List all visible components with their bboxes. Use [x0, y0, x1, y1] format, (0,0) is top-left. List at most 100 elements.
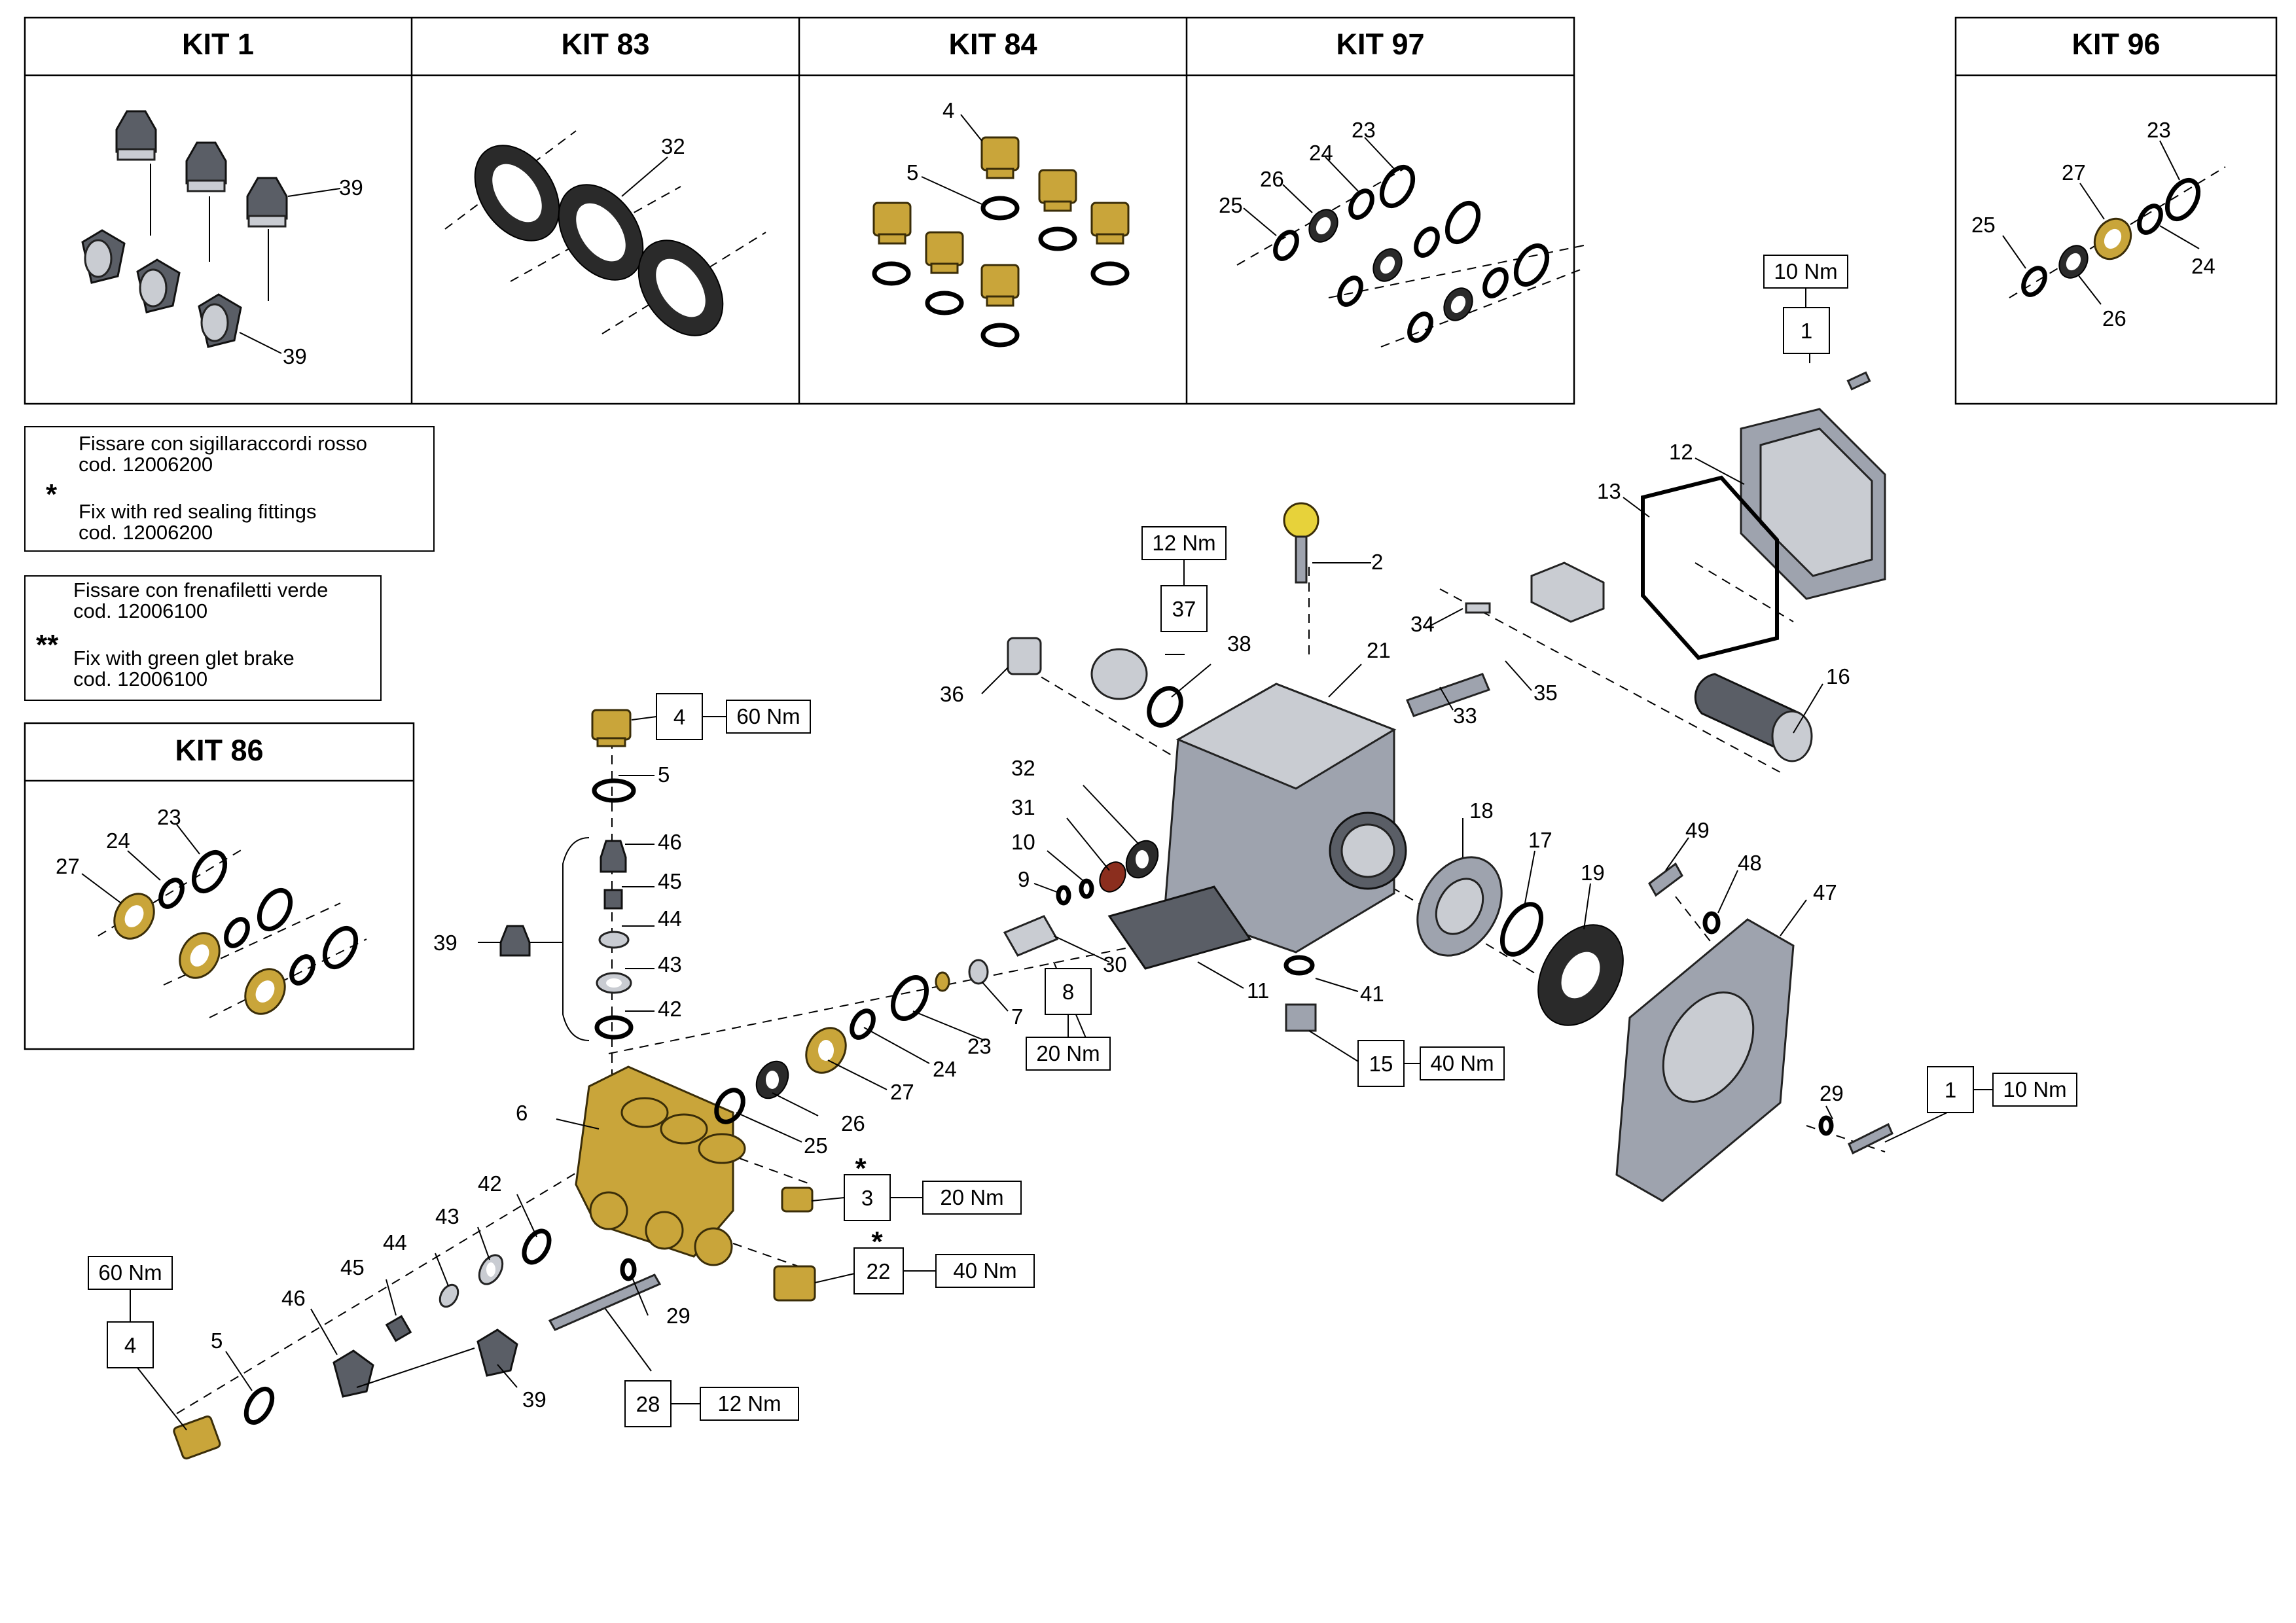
cap — [1090, 202, 1130, 245]
torque-value-15: 40 Nm — [1430, 1051, 1494, 1075]
callout-45-upper: 45 — [658, 869, 682, 893]
callout-33: 33 — [1453, 704, 1477, 728]
torque-value-37: 12 Nm — [1152, 531, 1215, 555]
callout-47: 47 — [1813, 880, 1837, 904]
note-double-symbol: ** — [36, 629, 59, 661]
note-single-line-2: cod. 12006200 — [79, 453, 213, 476]
torque-part-4-upper: 4 — [673, 705, 685, 729]
callout-21: 21 — [1367, 638, 1391, 662]
kit-97-rings: 23 24 26 25 — [1219, 118, 1585, 348]
callout-44-lower: 44 — [383, 1230, 407, 1255]
callout-5-kit84: 5 — [906, 160, 918, 185]
torque-part-37: 37 — [1172, 597, 1196, 621]
kit-1-valves: 39 39 — [81, 110, 363, 368]
callout-48: 48 — [1738, 851, 1762, 875]
note-single-line-4: cod. 12006200 — [79, 521, 213, 544]
kit-97-title: KIT 97 — [1336, 27, 1424, 61]
callout-13: 13 — [1597, 479, 1621, 503]
callout-39-upper: 39 — [433, 931, 457, 955]
torque-part-15: 15 — [1369, 1052, 1393, 1076]
callout-5-lower: 5 — [211, 1329, 223, 1353]
torque-value-22: 40 Nm — [953, 1258, 1016, 1283]
torque-boxes: 10 Nm 1 12 Nm 37 4 60 Nm 8 20 Nm 15 40 N… — [88, 255, 2077, 1427]
kit-86-title: KIT 86 — [175, 734, 263, 767]
valve — [198, 293, 242, 348]
torque-value-8: 20 Nm — [1036, 1041, 1100, 1065]
kit-1-title: KIT 1 — [182, 27, 254, 61]
cap — [1038, 169, 1077, 212]
kit-83-seals: 32 — [444, 130, 766, 336]
callout-26-kit97: 26 — [1260, 167, 1284, 191]
callout-30: 30 — [1103, 952, 1127, 976]
torque-part-28: 28 — [636, 1392, 660, 1416]
torque-value-4-lower: 60 Nm — [98, 1260, 162, 1285]
note-double-line-1: Fissare con frenafiletti verde — [73, 579, 328, 601]
callout-25-kit96: 25 — [1971, 213, 1996, 237]
callout-24-kit86: 24 — [106, 829, 130, 853]
callout-labels: 2 12 13 34 35 16 36 38 21 33 32 31 10 9 … — [211, 440, 1850, 1412]
callout-23-kit96: 23 — [2147, 118, 2171, 142]
plugs-and-bolt — [548, 1186, 816, 1331]
kit-table: KIT 1 KIT 83 KIT 84 KIT 97 — [24, 16, 1575, 405]
callout-46-upper: 46 — [658, 830, 682, 854]
callout-31: 31 — [1011, 795, 1035, 819]
callout-44-upper: 44 — [658, 906, 682, 931]
torque-part-4-lower: 4 — [124, 1333, 136, 1357]
callout-27-kit86: 27 — [56, 854, 80, 878]
valve — [81, 229, 126, 284]
note-single-line-3: Fix with red sealing fittings — [79, 500, 317, 523]
callout-25: 25 — [804, 1133, 828, 1158]
callout-23: 23 — [967, 1034, 992, 1058]
callout-12: 12 — [1669, 440, 1693, 464]
callout-32: 32 — [1011, 756, 1035, 780]
note-single-symbol: * — [46, 478, 58, 510]
callout-42-upper: 42 — [658, 997, 682, 1021]
valve — [115, 110, 157, 161]
callout-45-lower: 45 — [340, 1255, 365, 1279]
torque-value-28: 12 Nm — [717, 1391, 781, 1416]
callout-27: 27 — [890, 1080, 914, 1104]
torque-part-1-right: 1 — [1945, 1078, 1956, 1102]
callout-17: 17 — [1528, 828, 1552, 852]
valve — [136, 259, 181, 313]
torque-part-1-top: 1 — [1801, 319, 1812, 343]
callout-39-kit1-b: 39 — [283, 344, 307, 368]
callout-27-kit96: 27 — [2062, 160, 2086, 185]
note-red-sealant: * Fissare con sigillaraccordi rosso cod.… — [24, 426, 435, 552]
callout-43-upper: 43 — [658, 952, 682, 976]
note-double-line-4: cod. 12006100 — [73, 668, 207, 690]
callout-23-kit86: 23 — [157, 805, 181, 829]
kit-83-title: KIT 83 — [561, 27, 649, 61]
callout-6: 6 — [516, 1101, 528, 1125]
callout-4-kit84: 4 — [942, 98, 954, 122]
callout-11: 11 — [1247, 978, 1269, 1003]
callout-18: 18 — [1469, 798, 1494, 823]
callout-24: 24 — [933, 1057, 957, 1081]
torque-value-1-right: 10 Nm — [2003, 1077, 2066, 1101]
callout-41: 41 — [1360, 982, 1384, 1006]
callout-25-kit97: 25 — [1219, 193, 1243, 217]
cap — [980, 136, 1020, 179]
callout-16: 16 — [1826, 664, 1850, 688]
cap — [980, 264, 1020, 307]
callout-43-lower: 43 — [435, 1204, 459, 1228]
callout-36: 36 — [940, 682, 964, 706]
flange-parts — [1283, 856, 1893, 1202]
note-green-threadlock: ** Fissare con frenafiletti verde cod. 1… — [24, 575, 382, 701]
pump-head — [575, 1065, 746, 1266]
callout-29-lower: 29 — [666, 1304, 691, 1328]
kit-84-caps: 4 5 — [872, 98, 1130, 348]
callout-26: 26 — [841, 1111, 865, 1135]
callout-32-kit83: 32 — [661, 134, 685, 158]
callout-46-lower: 46 — [281, 1286, 306, 1310]
kit-96: KIT 96 23 27 25 24 26 — [1954, 16, 2278, 405]
callout-5-upper: 5 — [658, 762, 670, 787]
cap — [925, 231, 964, 274]
torque-value-1-top: 10 Nm — [1774, 259, 1837, 283]
callout-24-kit97: 24 — [1309, 141, 1333, 165]
torque-value-3: 20 Nm — [940, 1185, 1003, 1209]
kit-86: KIT 86 23 24 27 — [24, 722, 415, 1050]
callout-leaders — [137, 334, 1948, 1431]
note-single-line-1: Fissare con sigillaraccordi rosso — [79, 432, 367, 455]
